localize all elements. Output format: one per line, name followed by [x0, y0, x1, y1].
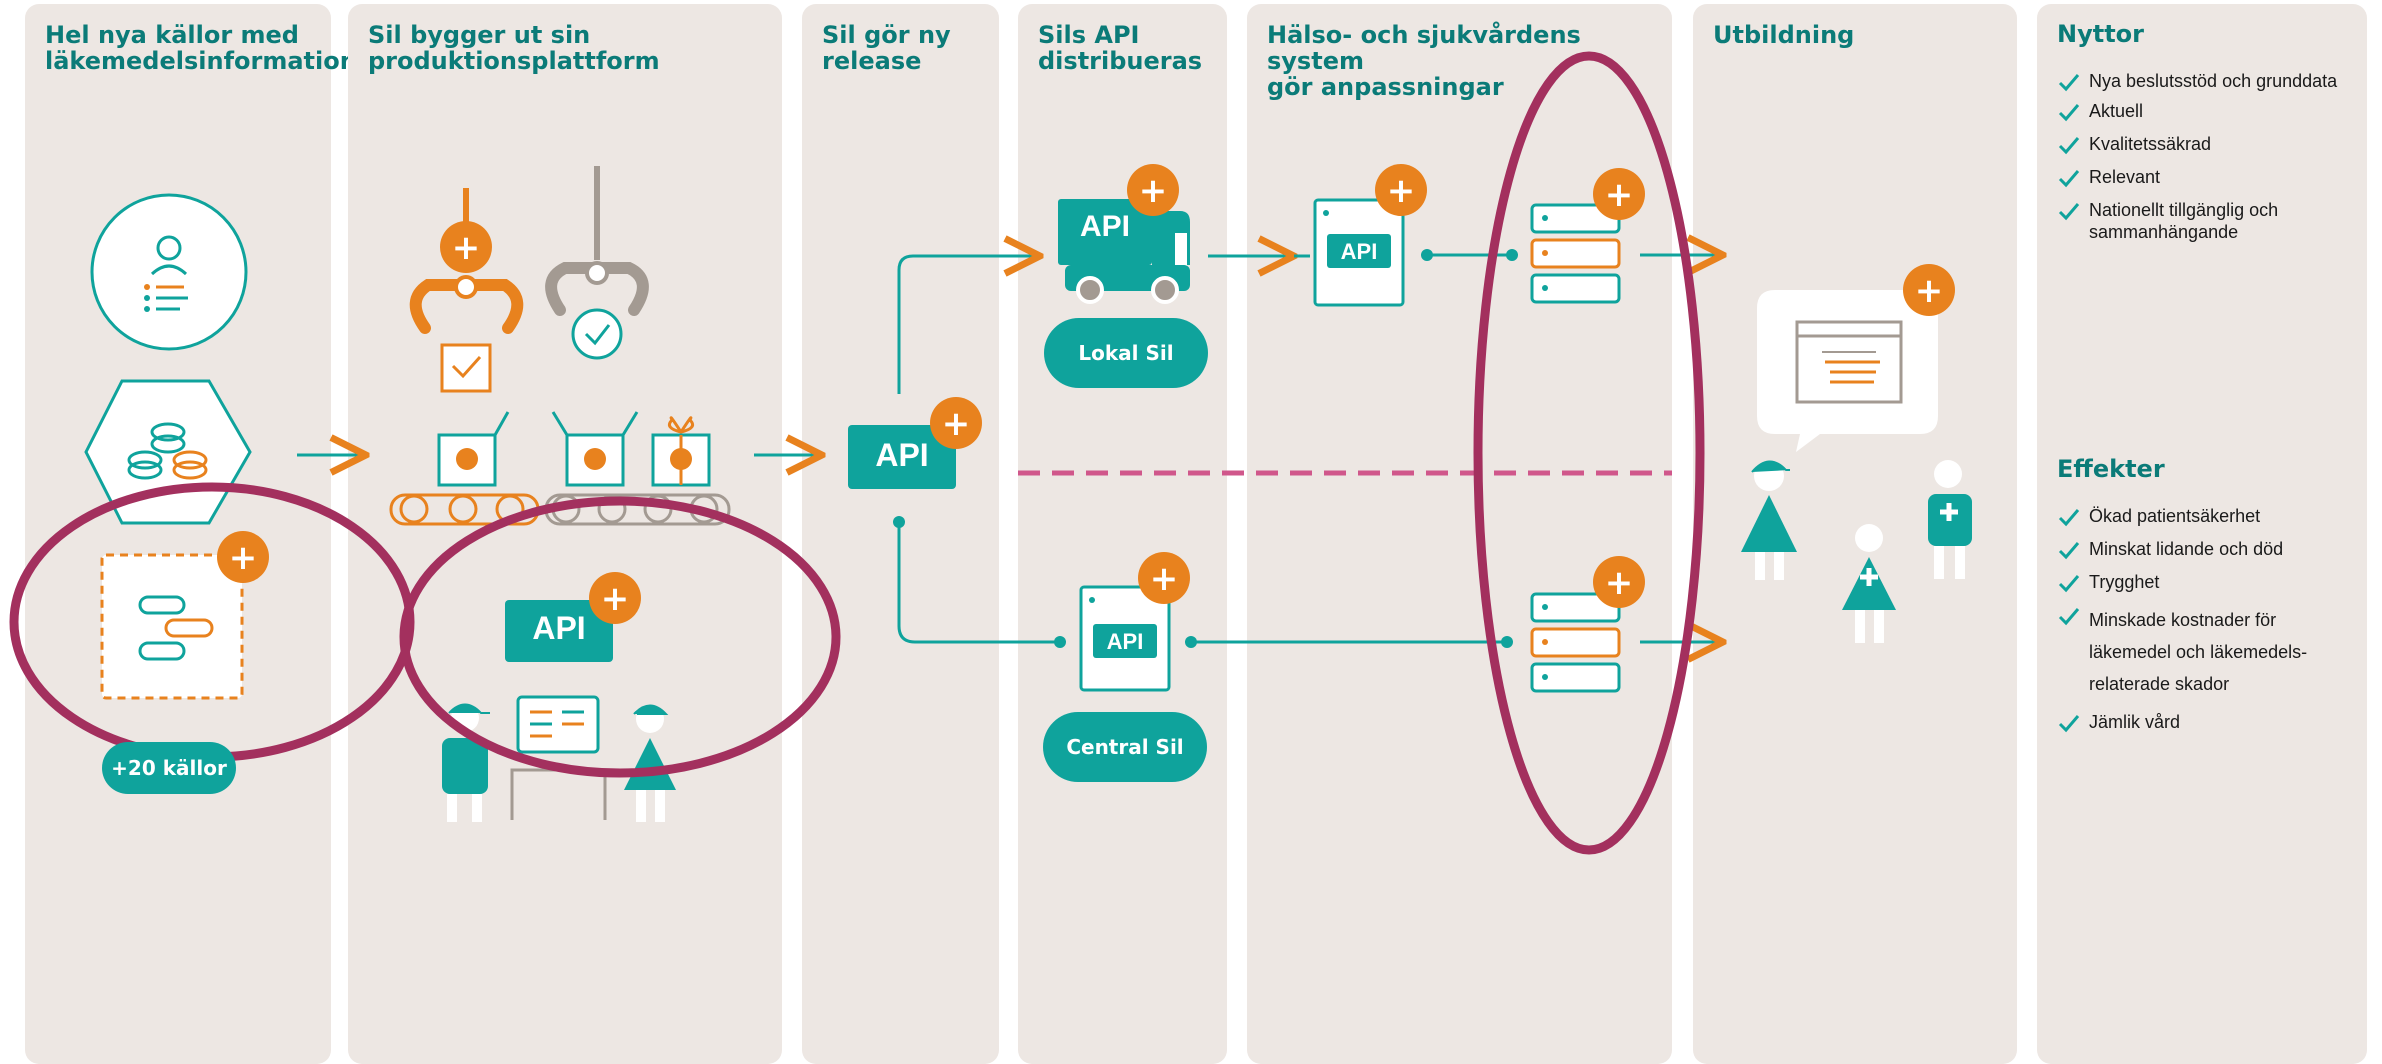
check-icon: [2058, 715, 2080, 733]
column-title: Sil bygger ut sin produktionsplattform: [368, 21, 660, 75]
column-platform: Sil bygger ut sin produktionsplattform: [348, 4, 782, 1064]
delivery-truck-icon: [1058, 199, 1190, 304]
api-block: [505, 600, 613, 662]
people-icon: [1741, 460, 1972, 643]
list-item-text: Ökad patientsäkerhet: [2089, 506, 2261, 526]
column-sources: Hel nya källor med läkemedelsinformation: [25, 4, 357, 1064]
plus-icon: +: [941, 404, 971, 444]
api-label-platform: API: [532, 610, 586, 646]
list-item-text: Trygghet: [2089, 572, 2160, 592]
check-icon: [2058, 104, 2080, 122]
server-stack-icon-central: [1530, 592, 1621, 693]
list-item-text: Aktuell: [2089, 101, 2144, 121]
check-icon: [2058, 137, 2080, 155]
list-item: Aktuell: [2057, 100, 2347, 122]
plus-badges: [217, 164, 1955, 624]
api-label-truck: API: [1079, 210, 1130, 243]
effekter-title: Effekter: [2057, 455, 2165, 483]
check-icon: [2058, 542, 2080, 560]
list-item: Ökad patientsäkerhet: [2057, 505, 2347, 527]
list-item: Trygghet: [2057, 571, 2347, 593]
list-item-text: Jämlik vård: [2089, 712, 2181, 732]
grey-claw-icon: [545, 166, 649, 360]
column-title: Sil gör ny release: [822, 21, 951, 75]
list-item: Minskat lidande och död: [2057, 538, 2347, 560]
plus-icon: +: [1138, 171, 1168, 211]
user-list-icon: [90, 193, 248, 351]
local-api-document-icon: [1313, 198, 1405, 307]
plus-icon: +: [228, 538, 258, 578]
list-item-text: Nya beslutsstöd och grunddata: [2089, 71, 2338, 91]
list-item-text: Nationellt tillgänglig och sammanhängand…: [2089, 200, 2279, 242]
plus-icon: +: [600, 579, 630, 619]
central-api-document-icon: [1079, 585, 1171, 692]
list-item: Nya beslutsstöd och grunddata: [2057, 70, 2347, 92]
check-icon: [2058, 74, 2080, 92]
column-title: Hälso- och sjukvårdens system gör anpass…: [1267, 21, 1581, 101]
lokal-sil-pill: Lokal Sil: [1044, 318, 1208, 388]
nyttor-list: Nya beslutsstöd och grunddata Aktuell Kv…: [2057, 70, 2347, 243]
speech-bubble-document-icon: [1757, 290, 1938, 452]
list-item-text: Minskade kostnader för läkemedel och läk…: [2089, 610, 2308, 694]
column-distribution: Sils API distribueras: [1018, 4, 1227, 1064]
new-source-pills-icon: [100, 553, 244, 700]
list-item-text: Kvalitetssäkrad: [2089, 134, 2212, 154]
central-sil-pill: Central Sil: [1043, 712, 1207, 782]
orange-claw-icon: [409, 188, 524, 393]
effekter-list: Ökad patientsäkerhet Minskat lidande och…: [2057, 505, 2347, 733]
list-item-text: Minskat lidande och död: [2089, 539, 2284, 559]
api-label-central-doc: API: [1106, 629, 1144, 654]
api-label-local-doc: API: [1340, 239, 1378, 264]
plus-icon: +: [1604, 563, 1634, 603]
list-item: Kvalitetssäkrad: [2057, 133, 2347, 155]
api-label-release: API: [875, 437, 929, 473]
check-icon: [2058, 608, 2080, 626]
column-title: Utbildning: [1713, 21, 1855, 49]
plus-icon: +: [1914, 271, 1944, 311]
nyttor-title: Nyttor: [2057, 20, 2144, 48]
list-item: Relevant: [2057, 166, 2347, 188]
check-icon: [2058, 575, 2080, 593]
check-icon: [2058, 203, 2080, 221]
plus-icon: +: [451, 228, 481, 268]
flow-arrow-up: [897, 256, 1040, 394]
list-item-text: Relevant: [2089, 167, 2161, 187]
plus-icon: +: [1604, 175, 1634, 215]
list-item: Minskade kostnader för läkemedel och läk…: [2057, 604, 2347, 700]
people-at-computer-icon: [442, 695, 676, 822]
conveyor-belt-icon: [389, 411, 731, 526]
sources-count-pill: +20 källor: [102, 742, 236, 794]
check-icon: [2058, 509, 2080, 527]
server-stack-icon-local: [1530, 203, 1621, 304]
plus-icon: +: [1386, 171, 1416, 211]
plus-icon: +: [1149, 559, 1179, 599]
column-benefits: [2037, 4, 2367, 1064]
list-item: Nationellt tillgänglig och sammanhängand…: [2057, 199, 2347, 243]
check-icon: [2058, 170, 2080, 188]
flow-line-down: [897, 522, 1060, 644]
list-item: Jämlik vård: [2057, 711, 2347, 733]
column-title: Sils API distribueras: [1038, 21, 1203, 75]
api-release-block: [848, 425, 956, 489]
column-title: Hel nya källor med läkemedelsinformation: [45, 21, 357, 75]
